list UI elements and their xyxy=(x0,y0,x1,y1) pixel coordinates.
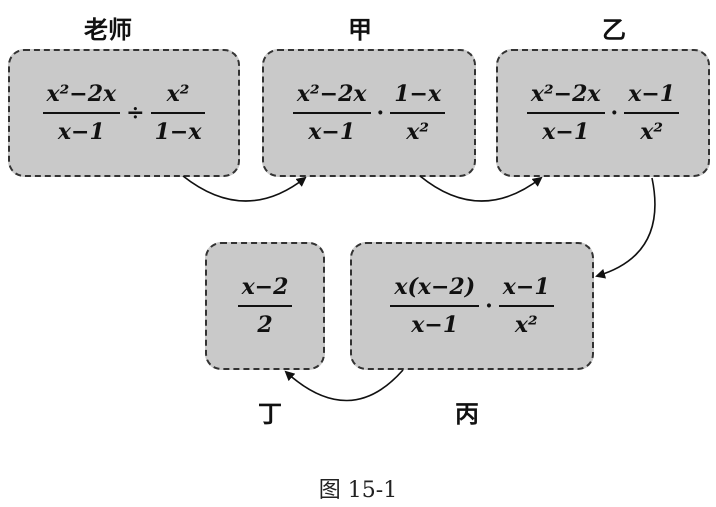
label-teacher: 老师 xyxy=(84,16,132,44)
arrow-bing-to-ding xyxy=(284,369,404,402)
label-ding: 丁 xyxy=(258,400,282,428)
multiply-operator: · xyxy=(485,293,493,319)
fraction-numerator: x−1 xyxy=(502,274,550,300)
yi-fraction-2: x−1 x² xyxy=(624,81,680,145)
fraction-numerator: x²−2x xyxy=(296,81,367,107)
fraction-numerator: x²−2x xyxy=(46,81,117,107)
fraction-denominator: x−1 xyxy=(542,119,590,145)
bing-fraction-2: x−1 x² xyxy=(498,274,554,338)
fraction-denominator: x−1 xyxy=(308,119,356,145)
label-bing: 丙 xyxy=(455,400,479,428)
fraction-denominator: 2 xyxy=(257,312,273,338)
jia-box: x²−2x x−1 · 1−x x² xyxy=(262,49,476,177)
fraction-numerator: x²−2x xyxy=(530,81,601,107)
teacher-box: x²−2x x−1 ÷ x² 1−x xyxy=(8,49,240,177)
fraction-numerator: x−2 xyxy=(241,274,289,300)
ding-fraction: x−2 2 xyxy=(237,274,293,338)
fraction-denominator: x² xyxy=(406,119,430,145)
fraction-denominator: x² xyxy=(640,119,664,145)
division-operator: ÷ xyxy=(126,100,145,126)
fraction-numerator: x² xyxy=(166,81,190,107)
label-yi: 乙 xyxy=(602,16,626,44)
teacher-fraction-2: x² 1−x xyxy=(150,81,206,145)
fraction-denominator: x² xyxy=(514,312,538,338)
teacher-fraction-1: x²−2x x−1 xyxy=(42,81,121,145)
multiply-operator: · xyxy=(610,100,619,126)
jia-fraction-2: 1−x x² xyxy=(390,81,446,145)
fraction-denominator: 1−x xyxy=(154,119,202,145)
arrow-jia-to-yi xyxy=(419,175,543,202)
jia-fraction-1: x²−2x x−1 xyxy=(292,81,371,145)
arrow-teacher-to-jia xyxy=(182,175,307,202)
fraction-denominator: x−1 xyxy=(411,312,459,338)
teacher-expression: x²−2x x−1 ÷ x² 1−x xyxy=(42,81,206,145)
yi-fraction-1: x²−2x x−1 xyxy=(526,81,605,145)
bing-expression: x(x−2) x−1 · x−1 x² xyxy=(390,274,554,338)
fraction-numerator: x(x−2) xyxy=(394,274,476,300)
label-jia: 甲 xyxy=(348,16,372,44)
multiply-operator: · xyxy=(376,100,385,126)
fraction-numerator: x−1 xyxy=(628,81,676,107)
bing-fraction-1: x(x−2) x−1 xyxy=(390,274,480,338)
ding-expression: x−2 2 xyxy=(237,274,293,338)
ding-box: x−2 2 xyxy=(205,242,325,370)
arrow-yi-to-bing xyxy=(595,177,656,279)
yi-expression: x²−2x x−1 · x−1 x² xyxy=(526,81,680,145)
fraction-numerator: 1−x xyxy=(394,81,442,107)
bing-box: x(x−2) x−1 · x−1 x² xyxy=(350,242,594,370)
fraction-denominator: x−1 xyxy=(57,119,105,145)
yi-box: x²−2x x−1 · x−1 x² xyxy=(496,49,710,177)
jia-expression: x²−2x x−1 · 1−x x² xyxy=(292,81,446,145)
figure-caption: 图 15-1 xyxy=(318,478,398,503)
